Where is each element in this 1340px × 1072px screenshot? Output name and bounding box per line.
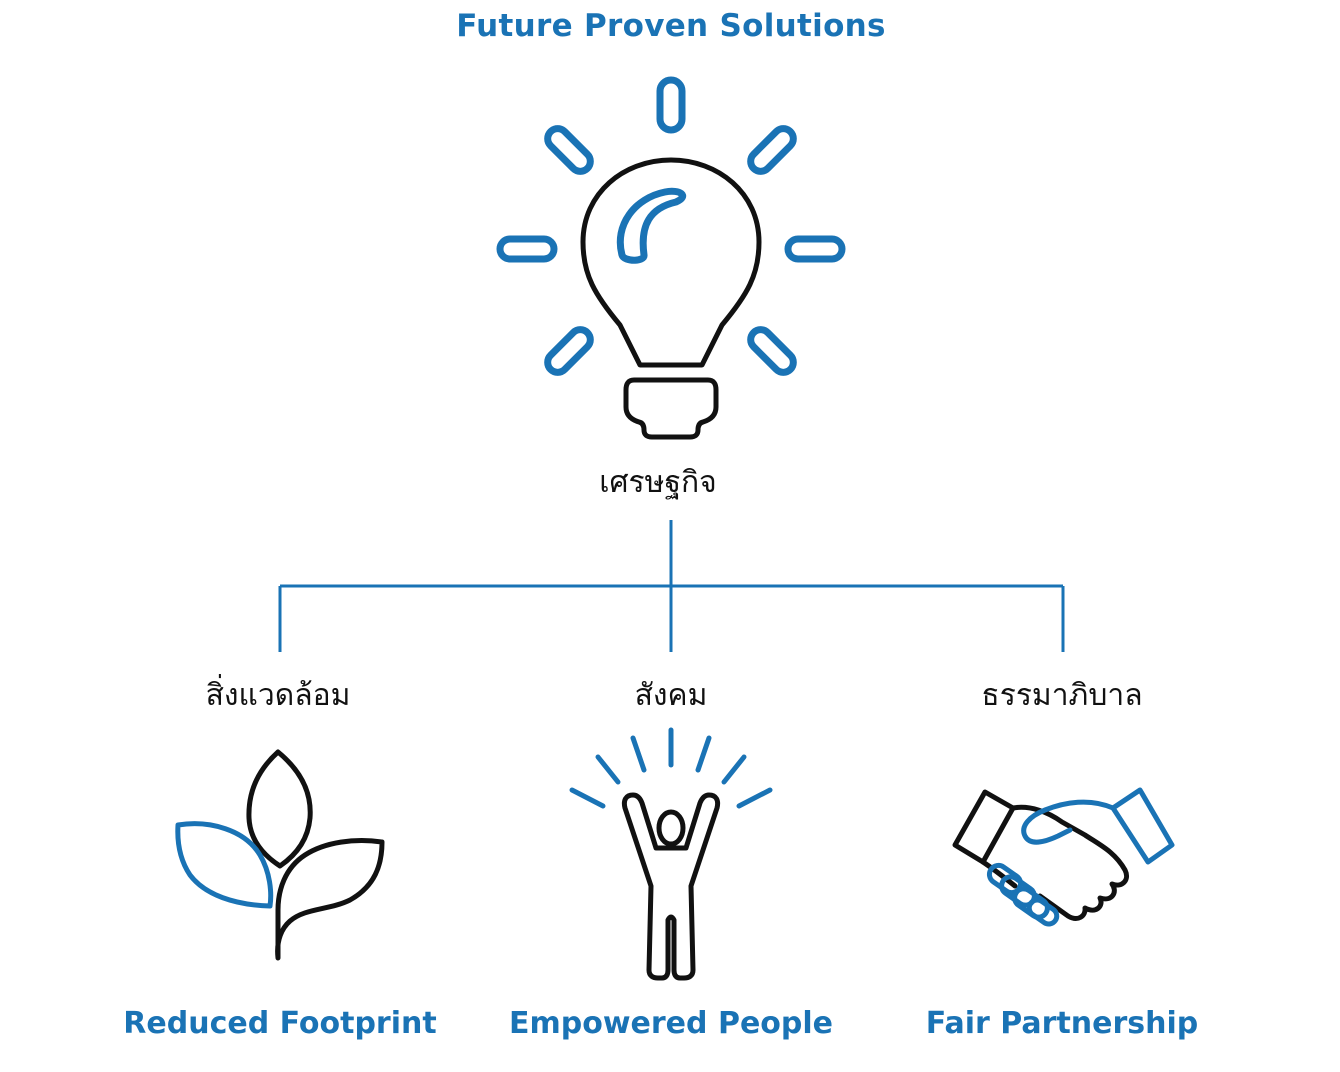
fingers xyxy=(986,862,1060,927)
empowered-people-title: Empowered People xyxy=(508,1006,834,1041)
ray-bottom-right xyxy=(747,326,797,376)
ray-right xyxy=(784,235,846,263)
governance-label: ธรรมาภิบาล xyxy=(981,678,1143,713)
ray-top xyxy=(656,76,686,134)
bulb-base xyxy=(623,377,719,440)
right-cuff xyxy=(1110,787,1175,865)
economy-label: เศรษฐกิจ xyxy=(599,465,717,500)
ray-left xyxy=(496,235,558,263)
left-cuff xyxy=(952,789,1016,865)
person-head xyxy=(656,809,686,847)
person-body xyxy=(621,792,721,981)
fair-partnership-title: Fair Partnership xyxy=(925,1006,1199,1041)
ray-top-right xyxy=(747,125,797,175)
bulb-highlight xyxy=(616,187,687,264)
diagram-title: Future Proven Solutions xyxy=(456,8,886,44)
left-hand xyxy=(980,804,1129,921)
bulb-glass xyxy=(580,157,762,368)
environment-label: สิ่งแวดล้อม xyxy=(205,678,351,713)
reduced-footprint-title: Reduced Footprint xyxy=(123,1006,437,1041)
right-hand xyxy=(1021,799,1116,845)
social-label: สังคม xyxy=(634,678,708,713)
light-rays xyxy=(496,76,846,376)
plant-top-leaf xyxy=(246,749,313,869)
plant-left-leaf xyxy=(175,821,274,909)
cheer-rays xyxy=(569,727,773,809)
ray-top-left xyxy=(544,125,594,175)
plant-stem-right-leaf xyxy=(275,838,385,961)
ray-bottom-left xyxy=(544,326,594,376)
